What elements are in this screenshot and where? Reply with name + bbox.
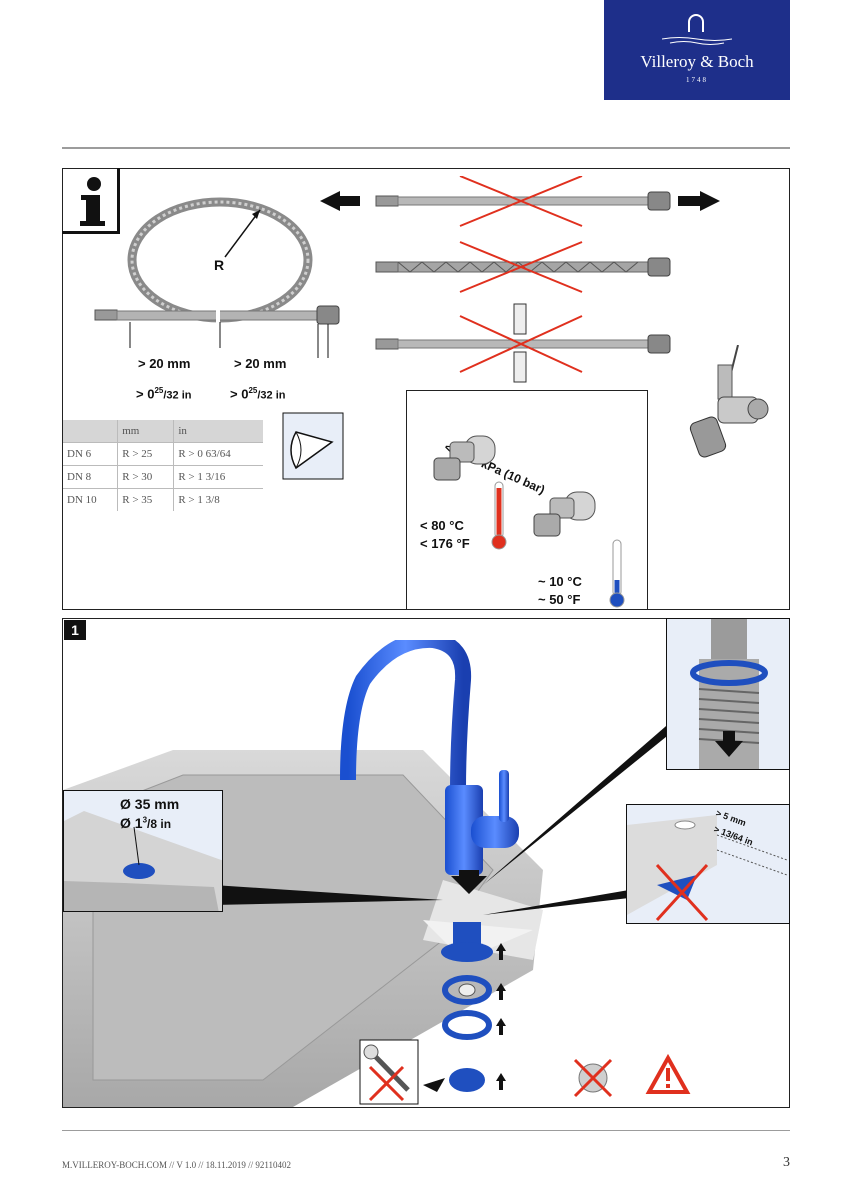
radius-label: R [214, 257, 225, 273]
table-row: DN 10 R > 35 R > 1 3/8 [63, 488, 263, 511]
thread-detail-inset [666, 618, 790, 770]
hot-temp-c: < 80 °C [420, 518, 464, 533]
dim-in-1: > 025/32 in [136, 386, 192, 402]
brand-logo: Villeroy & Boch 1748 [604, 0, 790, 100]
cold-temp-f: ~ 50 °F [538, 592, 581, 607]
thickness-detail-inset [626, 804, 790, 924]
hot-temp-f: < 176 °F [420, 536, 470, 551]
hole-diameter-in: Ø 13/8 in [120, 815, 172, 831]
info-panel [62, 168, 790, 610]
brand-year: 1748 [686, 76, 708, 84]
footer-rule [62, 1130, 790, 1131]
cold-temp-c: ~ 10 °C [538, 574, 582, 589]
logo-waves-icon [662, 37, 732, 45]
page-number: 3 [783, 1155, 790, 1170]
angle-valve-illustration [689, 345, 769, 458]
logo-arch-icon [688, 14, 704, 32]
valves-thermometers-illustration [433, 435, 625, 608]
step-number: 1 [64, 620, 86, 640]
bend-radius-table: mm in DN 6 R > 25 R > 0 63/64 DN 8 R > 3… [63, 420, 263, 511]
table-header: mm [117, 420, 174, 443]
pressure-temp-box [406, 390, 648, 610]
thread-seal-icon [690, 619, 768, 769]
table-row: DN 8 R > 30 R > 1 3/16 [63, 465, 263, 489]
hole-diameter-mm: Ø 35 mm [120, 796, 180, 812]
footer-text: M.VILLEROY-BOCH.COM // V 1.0 // 18.11.20… [62, 1160, 292, 1170]
dim-mm-1: > 20 mm [138, 356, 191, 371]
hose-prohibitions-illustration [320, 176, 720, 383]
table-header [63, 420, 118, 443]
sink-hole-icon [64, 811, 222, 911]
eye-detail-icon [282, 412, 344, 480]
table-header: in [173, 420, 263, 443]
dim-in-2: > 025/32 in [230, 386, 286, 402]
coiled-hose-illustration [94, 197, 340, 358]
brand-name: Villeroy & Boch [640, 52, 754, 71]
thickness-wrong-icon [627, 815, 788, 922]
table-row: DN 6 R > 25 R > 0 63/64 [63, 442, 263, 466]
hole-detail-inset [63, 790, 223, 912]
dim-mm-2: > 20 mm [234, 356, 287, 371]
info-icon [62, 168, 120, 234]
header-rule [62, 147, 790, 149]
